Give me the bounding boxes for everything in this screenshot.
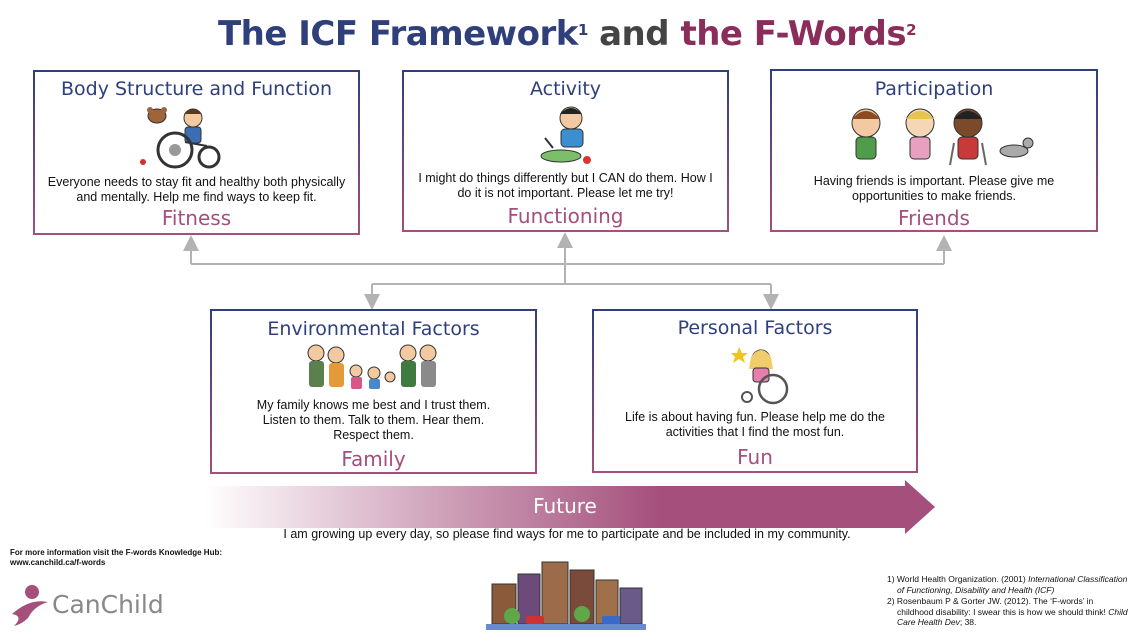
info-line: For more information visit the F-words K… (10, 548, 222, 558)
card-participation: Participation Having friends is importan… (770, 69, 1098, 232)
child-eating-icon (531, 102, 606, 167)
card-text: Having friends is important. Please give… (772, 174, 1096, 204)
card-environmental: Environmental Factors My family knows me… (210, 309, 537, 474)
family-group-icon (304, 343, 444, 395)
card-heading: Environmental Factors (212, 318, 535, 340)
fword-family: Family (212, 447, 535, 471)
reference-2: 2) Rosenbaum P & Gorter JW. (2012). The … (887, 596, 1132, 628)
girl-wheelchair-icon (731, 341, 796, 407)
card-heading: Body Structure and Function (35, 78, 358, 100)
friends-with-dog-icon (846, 103, 1036, 169)
fword-fun: Fun (594, 445, 916, 469)
future-label: Future (465, 494, 665, 518)
card-activity: Activity I might do things differently b… (402, 70, 729, 232)
references: 1) World Health Organization. (2001) Int… (887, 574, 1132, 629)
fword-functioning: Functioning (404, 204, 727, 228)
future-arrow-head (905, 480, 935, 534)
card-heading: Participation (772, 78, 1096, 100)
fword-fitness: Fitness (35, 206, 358, 230)
card-text: I might do things differently but I CAN … (404, 171, 727, 201)
city-skyline-icon (482, 556, 652, 634)
card-text: Life is about having fun. Please help me… (594, 410, 916, 440)
boy-wheelchair-dog-icon (135, 102, 230, 172)
card-heading: Activity (404, 78, 727, 100)
fword-friends: Friends (772, 206, 1096, 230)
card-heading: Personal Factors (594, 317, 916, 339)
info-text: For more information visit the F-words K… (10, 548, 222, 568)
canchild-logo-text: CanChild (52, 590, 164, 619)
future-tagline: I am growing up every day, so please fin… (0, 527, 1134, 541)
card-text: My family knows me best and I trust them… (212, 398, 535, 443)
card-body-structure: Body Structure and Function Everyone nee… (33, 70, 360, 235)
card-personal: Personal Factors Life is about having fu… (592, 309, 918, 473)
card-text: Everyone needs to stay fit and healthy b… (35, 175, 358, 205)
info-link[interactable]: www.canchild.ca/f-words (10, 558, 222, 568)
reference-1: 1) World Health Organization. (2001) Int… (887, 574, 1132, 595)
